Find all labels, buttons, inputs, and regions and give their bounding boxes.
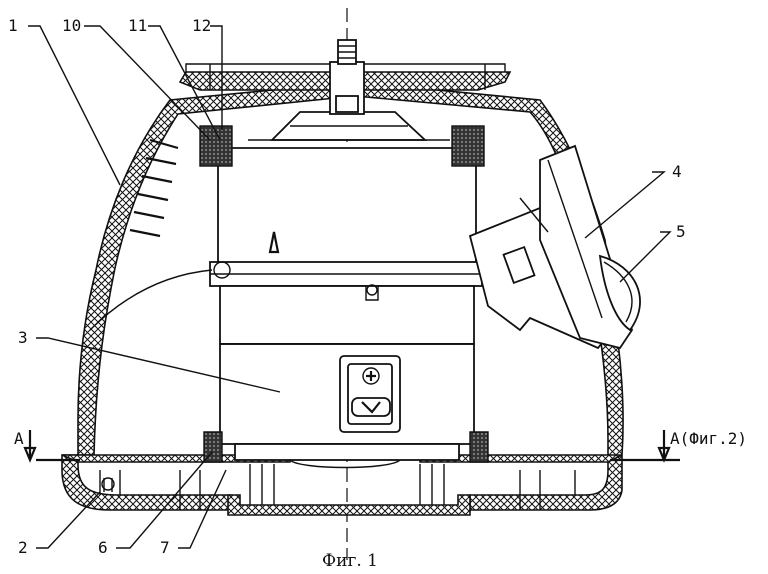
callout-11: 11 (128, 16, 147, 35)
leader-lines (28, 25, 672, 549)
callout-5: 5 (676, 222, 686, 241)
bearing-cap (248, 39, 450, 141)
callout-1: 1 (8, 16, 18, 35)
callout-6: 6 (98, 538, 108, 557)
callout-4: 4 (672, 162, 682, 181)
cable (89, 269, 213, 331)
section-label-right: A(Фиг.2) (670, 429, 747, 448)
section-marks (23, 430, 680, 463)
callout-labels: 1 10 11 12 4 5 3 2 6 7 A A(Фиг.2) (8, 16, 747, 557)
seals (199, 125, 489, 463)
callout-2: 2 (18, 538, 28, 557)
callout-12: 12 (192, 16, 211, 35)
callout-3: 3 (18, 328, 28, 347)
side-switch (468, 144, 641, 350)
section-label-left: A (14, 429, 24, 448)
callout-10: 10 (62, 16, 81, 35)
figure-caption: Фиг. 1 (322, 551, 378, 571)
connector-block (339, 355, 401, 433)
motor-assembly (209, 147, 483, 505)
vent-slots (129, 138, 179, 238)
callout-7: 7 (160, 538, 170, 557)
